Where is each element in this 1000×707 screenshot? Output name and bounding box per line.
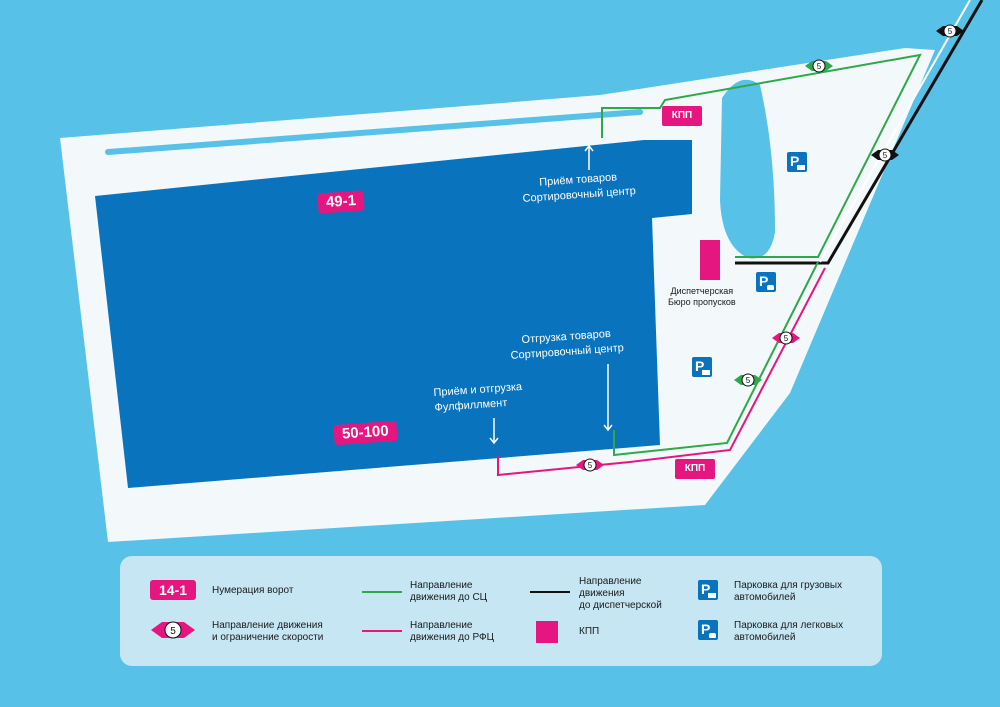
checkpoint-badge: КПП	[675, 459, 715, 479]
legend-line: движения до СЦ	[410, 592, 488, 603]
parking-truck-icon: P	[787, 152, 807, 172]
map-legend: 14-1 Нумерация ворот 5 Направление движе…	[120, 556, 882, 666]
legend-kpp-square	[536, 621, 558, 643]
checkpoint-badge: КПП	[662, 106, 702, 126]
parking-car-icon: P	[756, 272, 776, 292]
legend-black-line	[530, 591, 570, 593]
gate-number-badge: 49-1	[317, 190, 365, 214]
label-line: Диспетчерская	[670, 286, 734, 296]
legend-black-route: Направление движения до диспетчерской	[579, 576, 662, 612]
label-dispatch: Диспетчерская Бюро пропусков	[668, 286, 736, 308]
speed-limit-value: 5	[817, 62, 822, 71]
legend-line: Направление	[410, 580, 473, 591]
parking-glyph: P	[759, 273, 769, 289]
water-strip	[105, 109, 643, 155]
warehouse-building	[95, 140, 692, 488]
route-to-rfc	[497, 267, 826, 477]
speed-limit-value: 5	[784, 334, 789, 343]
pond	[720, 79, 775, 259]
road-edge-left	[819, 0, 971, 263]
legend-line: движения	[579, 588, 625, 599]
speed-limit-icon: 5	[772, 331, 800, 345]
parking-car-icon: P	[698, 620, 718, 640]
parking-truck-icon: P	[692, 357, 712, 377]
parking-glyph: P	[695, 358, 705, 374]
speed-limit-value: 5	[746, 376, 751, 385]
legend-line: движения до РФЦ	[410, 632, 495, 643]
legend-pink-line	[362, 630, 402, 632]
route-to-sc	[601, 53, 922, 258]
down-arrow-icon	[489, 418, 499, 445]
legend-green-route: Направление движения до СЦ	[410, 580, 487, 604]
legend-line: автомобилей	[734, 592, 796, 603]
legend-line: Направление	[579, 576, 642, 587]
speed-limit-icon: 5	[734, 373, 762, 387]
parking-glyph: P	[701, 621, 711, 637]
label-line: Бюро пропусков	[668, 297, 736, 307]
legend-kpp: КПП	[579, 626, 600, 637]
legend-line: автомобилей	[734, 632, 796, 643]
speed-limit-icon: 5	[936, 24, 964, 38]
legend-pink-route: Направление движения до РФЦ	[410, 620, 494, 644]
legend-gate-numbering: Нумерация ворот	[212, 585, 294, 596]
speed-limit-icon: 5	[805, 59, 833, 73]
legend-speed-value: 5	[170, 626, 176, 637]
legend-direction-speed: Направление движения и ограничение скоро…	[212, 620, 323, 644]
legend-green-line	[362, 591, 402, 593]
dispatch-building	[700, 240, 720, 280]
parking-glyph: P	[701, 581, 711, 597]
route-to-sc-south	[613, 261, 819, 457]
speed-limit-icon: 5	[871, 148, 899, 162]
speed-limit-value: 5	[588, 461, 593, 470]
up-arrow-icon	[584, 144, 594, 170]
speed-limit-icon: 5	[151, 621, 195, 639]
parking-glyph: P	[790, 153, 800, 169]
legend-line: до диспетчерской	[579, 600, 662, 611]
label-fulfillment: Приём и отгрузка Фулфиллмент	[433, 380, 524, 416]
legend-line: Парковка для грузовых	[734, 580, 843, 591]
down-arrow-icon	[603, 364, 613, 432]
legend-truck-parking: Парковка для грузовых автомобилей	[734, 580, 842, 604]
parking-truck-icon: P	[698, 580, 718, 600]
legend-line: Направление движения	[212, 620, 323, 631]
legend-gate-sample: 14-1	[150, 580, 196, 600]
speed-limit-value: 5	[883, 151, 888, 160]
legend-line: и ограничение скорости	[212, 632, 324, 643]
legend-line: Направление	[410, 620, 473, 631]
legend-car-parking: Парковка для легковых автомобилей	[734, 620, 843, 644]
speed-limit-value: 5	[948, 27, 953, 36]
legend-line: Парковка для легковых	[734, 620, 844, 631]
route-to-dispatch	[735, 0, 984, 265]
speed-limit-icon: 5	[576, 458, 604, 472]
